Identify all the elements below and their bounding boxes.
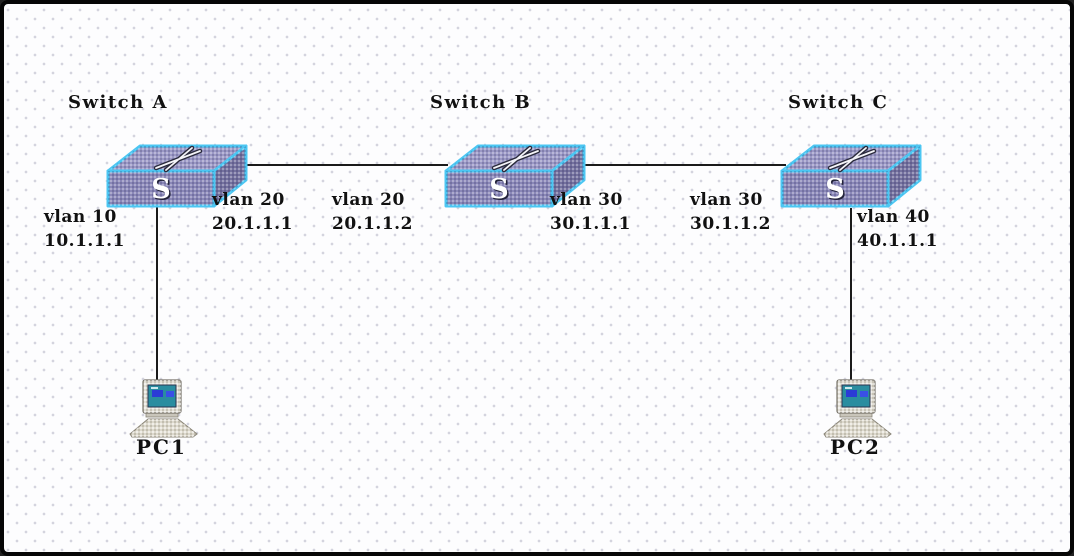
switch-top-x-icon <box>827 145 877 173</box>
switch-c-icon: S S <box>780 144 922 208</box>
switch-a-title: Switch A <box>68 92 168 113</box>
vlan-name: vlan 10 <box>44 207 117 227</box>
vlan-name: vlan 20 <box>332 190 405 210</box>
pc1-icon <box>129 379 198 438</box>
interface-label-switch-a-vlan10: vlan 10 10.1.1.1 <box>44 205 125 253</box>
switch-front-s-glyph-shadow: S <box>153 176 173 207</box>
vlan-name: vlan 20 <box>212 190 285 210</box>
screen-window <box>166 391 174 397</box>
interface-label-switch-c-vlan30: vlan 30 30.1.1.2 <box>690 188 771 236</box>
switch-front-s-glyph-shadow: S <box>827 176 847 207</box>
link-switch-c-pc2 <box>850 208 852 380</box>
interface-label-switch-c-vlan40: vlan 40 40.1.1.1 <box>857 205 938 253</box>
vlan-name: vlan 40 <box>857 207 930 227</box>
vlan-name: vlan 30 <box>550 190 623 210</box>
switch-front-s-glyph: S <box>489 174 509 205</box>
link-switch-b-switch-c <box>582 164 786 166</box>
interface-label-switch-a-vlan20: vlan 20 20.1.1.1 <box>212 188 293 236</box>
ip-address: 20.1.1.1 <box>212 214 293 234</box>
switch-top-x-icon <box>153 145 203 173</box>
screen-window <box>860 391 868 397</box>
switch-front-s-glyph: S <box>151 174 171 205</box>
pc2-label: PC2 <box>830 435 881 459</box>
ip-address: 20.1.1.2 <box>332 214 413 234</box>
ip-address: 10.1.1.1 <box>44 231 125 251</box>
interface-label-switch-b-vlan30: vlan 30 30.1.1.1 <box>550 188 631 236</box>
interface-label-switch-b-vlan20: vlan 20 20.1.1.2 <box>332 188 413 236</box>
screen-window <box>152 390 163 397</box>
pc1-label: PC1 <box>136 435 187 459</box>
switch-front-s-glyph: S <box>825 174 845 205</box>
pc2-icon <box>823 379 892 438</box>
ip-address: 30.1.1.1 <box>550 214 631 234</box>
ip-address: 40.1.1.1 <box>857 231 938 251</box>
switch-a-icon: S S <box>106 144 248 208</box>
switch-b-icon: S S <box>444 144 586 208</box>
ip-address: 30.1.1.2 <box>690 214 771 234</box>
switch-front-s-glyph-shadow: S <box>491 176 511 207</box>
link-switch-a-pc1 <box>156 204 158 380</box>
switch-c-title: Switch C <box>788 92 889 113</box>
switch-top-x-icon <box>491 145 541 173</box>
link-switch-a-switch-b <box>244 164 448 166</box>
screen-window <box>846 390 857 397</box>
vlan-name: vlan 30 <box>690 190 763 210</box>
switch-b-title: Switch B <box>430 92 532 113</box>
